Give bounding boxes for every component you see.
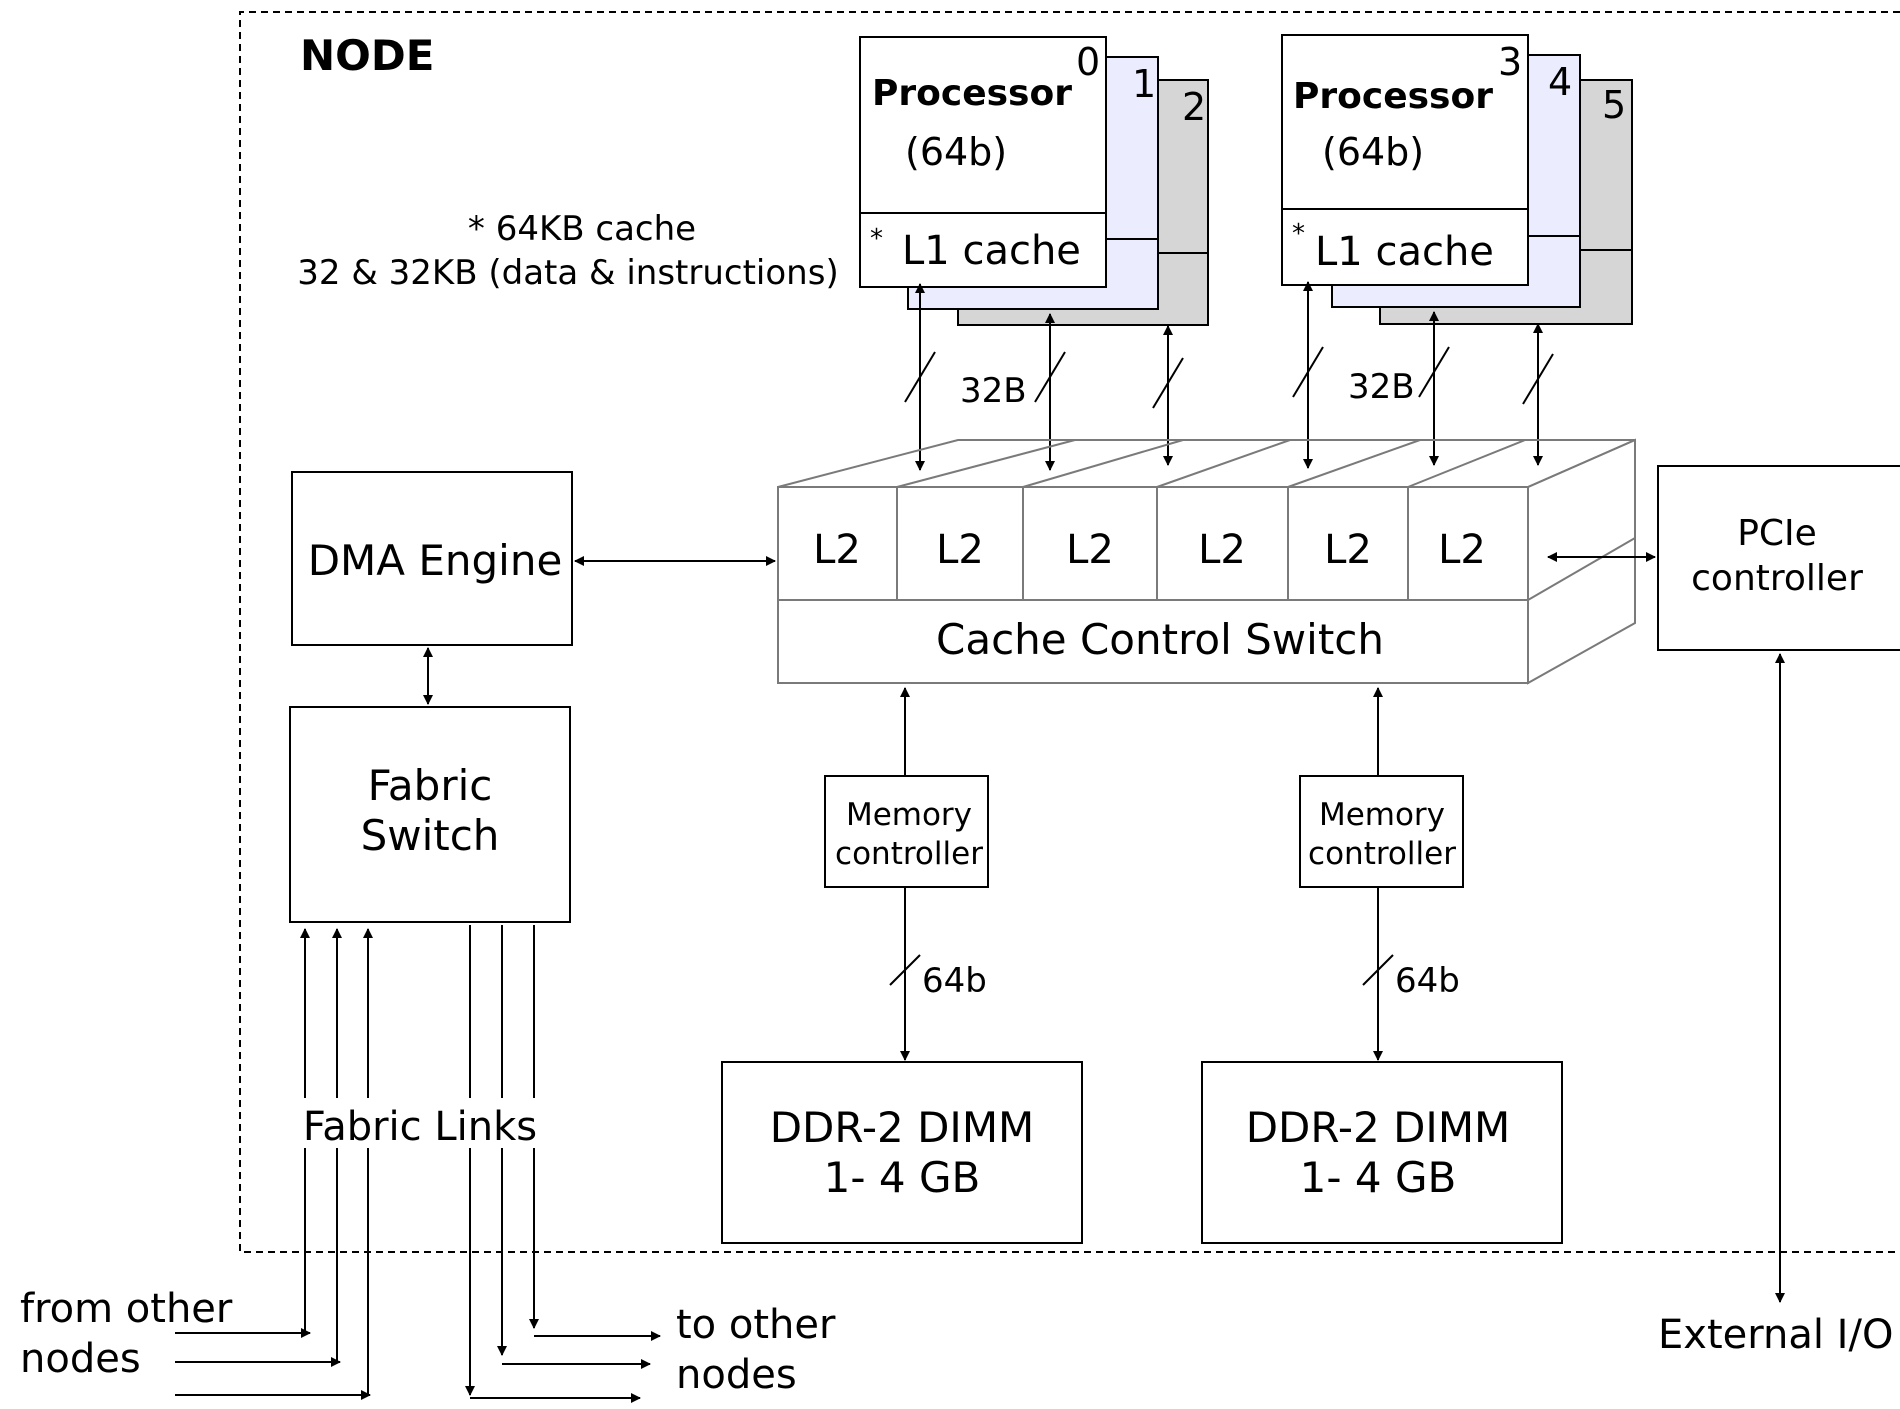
l2-cache-3: L2 <box>1198 527 1246 573</box>
from-other-nodes-line1: from other <box>20 1286 233 1332</box>
processor-label-3: Processor <box>1293 76 1493 117</box>
l1-mark-0: * <box>870 224 883 254</box>
processor-stack-right: 5 4 3 Processor (64b) * L1 cache <box>1281 34 1633 325</box>
processor-number-5: 5 <box>1602 83 1626 127</box>
memory-controller-label-0-line2: controller <box>835 836 983 872</box>
l1-cache-label-3: L1 cache <box>1315 229 1494 275</box>
node-boundary <box>239 11 1900 1253</box>
memory-controller-label-1-line2: controller <box>1308 836 1456 872</box>
pcie-controller-box <box>1657 465 1900 651</box>
dma-engine-box <box>291 471 573 646</box>
memory-controller-label-0-line1: Memory <box>846 797 972 833</box>
l2-cache-1: L2 <box>936 527 984 573</box>
l2-cache-2: L2 <box>1066 527 1114 573</box>
cache-note-line2: 32 & 32KB (data & instructions) <box>297 253 838 293</box>
l1-cache-label-0: L1 cache <box>902 228 1081 274</box>
memory-bus-label-1: 64b <box>1395 961 1460 1001</box>
memory-controller-right: Memory controller 64b <box>1299 687 1464 1061</box>
node-title: NODE <box>300 31 434 80</box>
l1-mark-3: * <box>1292 219 1305 249</box>
processor-number-0: 0 <box>1076 40 1100 84</box>
memory-controller-left: Memory controller 64b <box>824 687 989 1061</box>
processor-number-4: 4 <box>1548 60 1572 104</box>
processor-l2-buses: 32B 32B <box>904 281 1554 471</box>
fabric-links-label: Fabric Links <box>303 1104 537 1150</box>
dimm-right-line1: DDR-2 DIMM <box>1246 1103 1511 1152</box>
dimm-box-left <box>721 1061 1083 1244</box>
fabric-links-outgoing <box>465 925 661 1403</box>
bus-label-left: 32B <box>960 371 1027 411</box>
to-other-nodes-line2: nodes <box>676 1352 797 1398</box>
processor-label-0: Processor <box>872 73 1072 114</box>
processor-number-3: 3 <box>1498 40 1522 84</box>
l2-cache-5: L2 <box>1438 527 1486 573</box>
dimm-left-line1: DDR-2 DIMM <box>770 1103 1035 1152</box>
bus-label-right: 32B <box>1348 367 1415 407</box>
dma-engine-label: DMA Engine <box>308 536 563 585</box>
fabric-links-label-bg <box>295 1098 545 1148</box>
cache-control-switch-label: Cache Control Switch <box>936 615 1384 664</box>
external-io-label: External I/O <box>1658 1312 1893 1358</box>
from-other-nodes-line2: nodes <box>20 1336 141 1382</box>
fabric-switch-line2: Switch <box>361 811 500 860</box>
cache-note-line1: * 64KB cache <box>468 209 696 249</box>
processor-number-1: 1 <box>1132 62 1156 106</box>
to-other-nodes-line1: to other <box>676 1302 836 1348</box>
fabric-switch-box <box>289 706 571 923</box>
dimm-right-line2: 1- 4 GB <box>1300 1153 1457 1202</box>
memory-bus-label-0: 64b <box>922 961 987 1001</box>
processor-number-2: 2 <box>1182 85 1206 129</box>
pcie-controller-line1: PCIe <box>1737 513 1817 554</box>
processor-stack-left: 2 1 0 Processor (64b) * L1 cache <box>859 36 1209 326</box>
pcie-controller-line2: controller <box>1691 558 1863 599</box>
l2-cache-0: L2 <box>813 527 861 573</box>
dimm-left-line2: 1- 4 GB <box>824 1153 981 1202</box>
processor-card-3 <box>1281 34 1529 286</box>
memory-controller-label-1-line1: Memory <box>1319 797 1445 833</box>
cache-control-switch-block: L2 L2 L2 L2 L2 L2 Cache Control Switch <box>777 438 1636 685</box>
dimm-box-right <box>1201 1061 1563 1244</box>
processor-width-0: (64b) <box>905 130 1007 174</box>
fabric-switch-line1: Fabric <box>368 761 493 810</box>
l2-cache-4: L2 <box>1324 527 1372 573</box>
processor-card-0 <box>859 36 1107 288</box>
processor-width-3: (64b) <box>1322 130 1424 174</box>
